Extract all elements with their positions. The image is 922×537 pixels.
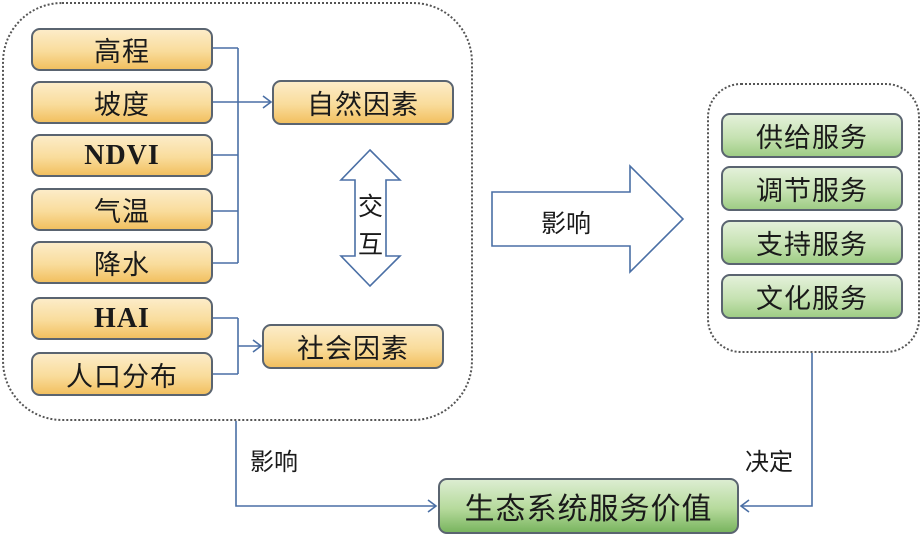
natural-factors-group: 自然因素 bbox=[272, 80, 454, 125]
factor-label: 高程 bbox=[94, 37, 150, 68]
service-regulating: 调节服务 bbox=[721, 166, 903, 211]
determine-label: 决定 bbox=[745, 448, 793, 476]
result-label: 生态系统服务价值 bbox=[464, 492, 713, 527]
social-factors-group: 社会因素 bbox=[262, 324, 444, 369]
factor-ndvi: NDVI bbox=[31, 134, 213, 177]
arrowhead-social bbox=[252, 339, 263, 353]
drivers-container bbox=[2, 2, 473, 421]
bottom-influence-label: 影响 bbox=[250, 448, 298, 476]
service-cultural: 文化服务 bbox=[721, 274, 903, 319]
factor-label: 坡度 bbox=[94, 90, 150, 121]
factor-temperature: 气温 bbox=[31, 188, 213, 231]
group-label: 社会因素 bbox=[297, 334, 409, 365]
factor-slope: 坡度 bbox=[31, 81, 213, 124]
interaction-label-1: 交 bbox=[358, 192, 384, 221]
factor-label: HAI bbox=[94, 302, 150, 334]
service-label: 文化服务 bbox=[756, 284, 868, 315]
group-label: 自然因素 bbox=[307, 90, 419, 121]
service-label: 调节服务 bbox=[756, 176, 868, 207]
influence-block-arrow bbox=[491, 164, 685, 274]
service-provisioning: 供给服务 bbox=[721, 113, 903, 158]
factor-hai: HAI bbox=[31, 297, 213, 340]
factor-label: 降水 bbox=[94, 250, 150, 281]
interaction-label-2: 互 bbox=[358, 230, 384, 259]
factor-elevation: 高程 bbox=[31, 28, 213, 71]
factor-population: 人口分布 bbox=[31, 352, 213, 396]
arrowhead-services-to-value bbox=[739, 499, 750, 513]
connector-services-to-value bbox=[741, 353, 813, 507]
factor-label: 人口分布 bbox=[66, 361, 178, 393]
arrowhead-natural bbox=[262, 95, 273, 109]
arrowhead-drivers-to-value bbox=[427, 499, 438, 513]
services-container bbox=[707, 83, 920, 353]
interaction-double-arrow bbox=[339, 148, 402, 288]
factor-precipitation: 降水 bbox=[31, 241, 213, 284]
service-label: 支持服务 bbox=[756, 230, 868, 261]
service-supporting: 支持服务 bbox=[721, 220, 903, 265]
service-label: 供给服务 bbox=[756, 123, 868, 154]
factor-label: NDVI bbox=[84, 139, 160, 171]
factor-label: 气温 bbox=[94, 197, 150, 228]
connector-drivers-to-value bbox=[235, 421, 436, 507]
ecosystem-service-value: 生态系统服务价值 bbox=[438, 478, 739, 534]
influence-arrow-label: 影响 bbox=[541, 209, 592, 238]
